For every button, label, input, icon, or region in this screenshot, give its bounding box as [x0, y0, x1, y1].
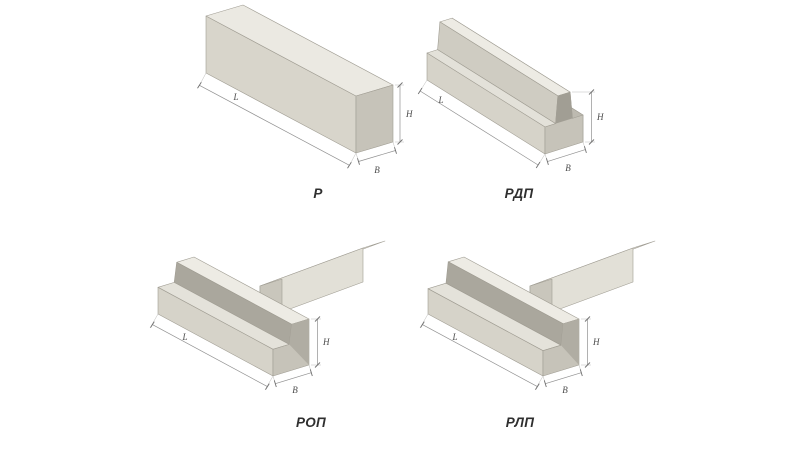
dimension-tick [579, 369, 583, 377]
figure-label-rdp: РДП [504, 186, 534, 201]
dimension-tick [417, 87, 423, 95]
dimension-tick [314, 316, 321, 322]
length-dimension-line [152, 324, 268, 387]
dimension-tick [584, 316, 591, 322]
width-dimension-line [545, 372, 582, 385]
figure-label-rop: РОП [295, 415, 327, 430]
dimension-tick [273, 380, 277, 388]
rlp-end-face-web-shadow [561, 319, 579, 365]
figure-label-r: Р [313, 186, 323, 201]
dimension-tick [197, 82, 202, 89]
dimension-tick [397, 82, 403, 88]
dimension-tick [535, 161, 541, 169]
beam-rdp-dimensions: L H B [417, 79, 604, 173]
beam-rdp-end-face-web-shadow [555, 92, 573, 124]
width-dimension-label: B [562, 385, 568, 395]
dimension-tick [543, 380, 547, 388]
rop-end-face-web-shadow [289, 319, 309, 365]
length-dimension-label: L [451, 332, 457, 342]
dimension-tick [394, 147, 397, 154]
dimension-tick [420, 321, 425, 328]
beam-rlp-dimensions: L H B [419, 313, 600, 395]
figure-label-rlp: РЛП [505, 415, 535, 430]
beam-rdp-body [426, 17, 584, 155]
length-dimension-label: L [232, 92, 238, 102]
dimension-tick [265, 383, 270, 390]
beam-rdp-end-face [544, 91, 584, 155]
beam-rop-dimensions: L H B [149, 313, 330, 395]
beam-rlp-front-view [427, 256, 580, 377]
dimension-tick [314, 362, 321, 368]
dimension-tick [545, 158, 549, 166]
width-dimension-line [547, 149, 586, 162]
beam-r-end-face [355, 84, 394, 154]
width-dimension-label: B [374, 165, 380, 175]
height-dimension-label: H [322, 337, 330, 347]
height-dimension-label: H [405, 109, 413, 119]
beam-figure-rop: L H B [149, 240, 386, 395]
dimension-tick [309, 369, 313, 377]
dimension-tick [583, 146, 587, 154]
length-dimension-label: L [437, 95, 443, 105]
dimension-tick [584, 362, 591, 368]
width-dimension-label: B [292, 385, 298, 395]
dimension-tick [150, 321, 155, 328]
beam-rop-front-view [157, 256, 310, 377]
height-dimension-label: H [596, 112, 604, 122]
dimension-tick [588, 139, 595, 145]
dimension-tick [397, 139, 403, 145]
beam-figure-rlp: L H B [419, 240, 656, 395]
beam-r-body [205, 4, 394, 154]
dimension-tick [347, 162, 352, 169]
length-dimension-line [422, 324, 538, 387]
dimension-tick [357, 158, 360, 165]
dimension-tick [535, 383, 540, 390]
beam-r-dimensions: L H B [197, 72, 413, 175]
dimension-tick [588, 89, 595, 95]
width-dimension-line [275, 372, 312, 385]
width-dimension-label: B [565, 163, 571, 173]
height-dimension-label: H [592, 337, 600, 347]
beam-figure-r: L H B [197, 4, 413, 175]
length-dimension-line [419, 90, 539, 166]
width-dimension-line [358, 150, 396, 162]
length-dimension-line [199, 84, 350, 166]
beam-figure-rdp: L H B [417, 17, 604, 173]
length-dimension-label: L [181, 332, 187, 342]
